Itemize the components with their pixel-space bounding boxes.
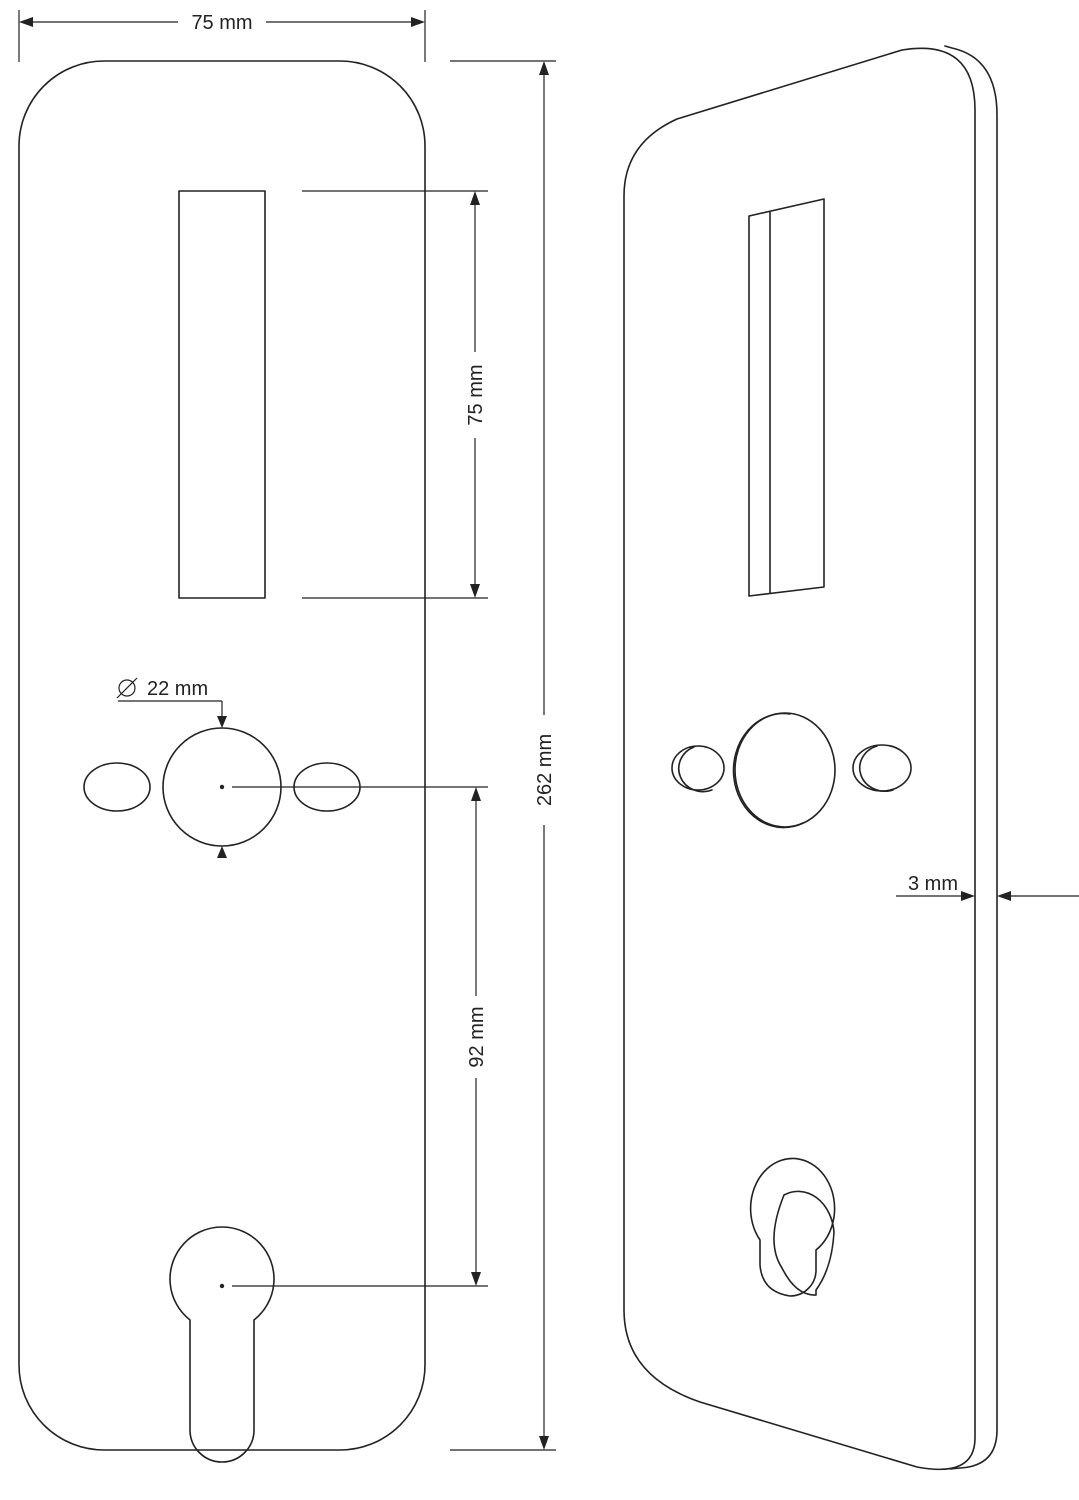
- dimension-slot-length: 75 mm: [302, 190, 488, 599]
- perspective-plate-front: [623, 47, 976, 1471]
- dim-height-label: 262 mm: [534, 734, 556, 806]
- front-keyhole: [169, 1226, 275, 1463]
- dimension-height: 262 mm: [450, 60, 556, 1451]
- perspective-view: [623, 45, 998, 1471]
- front-plate-outline: [18, 60, 426, 1451]
- dimension-spindle-diameter: 22 mm: [116, 677, 227, 858]
- front-spindle-center: [219, 784, 225, 790]
- dim-width-label: 75 mm: [191, 12, 252, 34]
- perspective-keyhole: [749, 1157, 836, 1297]
- diameter-symbol-icon: [116, 677, 138, 699]
- perspective-screw-hole-left: [671, 745, 725, 791]
- perspective-spindle-hole: [734, 712, 836, 828]
- perspective-keyhole-inner: [773, 1190, 835, 1296]
- dimension-center-distance: 92 mm: [232, 786, 488, 1287]
- dim-slot-label: 75 mm: [465, 364, 487, 425]
- front-screw-hole-left: [83, 762, 151, 812]
- perspective-spindle-hole-depth: [732, 712, 804, 829]
- dimension-thickness: 3 mm: [896, 873, 1079, 901]
- front-keyhole-center: [219, 1283, 225, 1289]
- perspective-screw-hole-right-depth: [858, 745, 894, 792]
- dim-thickness-label: 3 mm: [908, 873, 958, 895]
- dim-center-distance-label: 92 mm: [466, 1006, 488, 1067]
- perspective-screw-hole-left-depth: [677, 746, 713, 793]
- perspective-plate-back: [944, 45, 998, 1470]
- front-view: [18, 60, 426, 1463]
- dim-diameter-label: 22 mm: [147, 678, 208, 700]
- perspective-slot: [748, 198, 825, 597]
- dimension-width: 75 mm: [18, 10, 426, 62]
- front-slot: [178, 190, 266, 599]
- perspective-screw-hole-right: [852, 744, 912, 792]
